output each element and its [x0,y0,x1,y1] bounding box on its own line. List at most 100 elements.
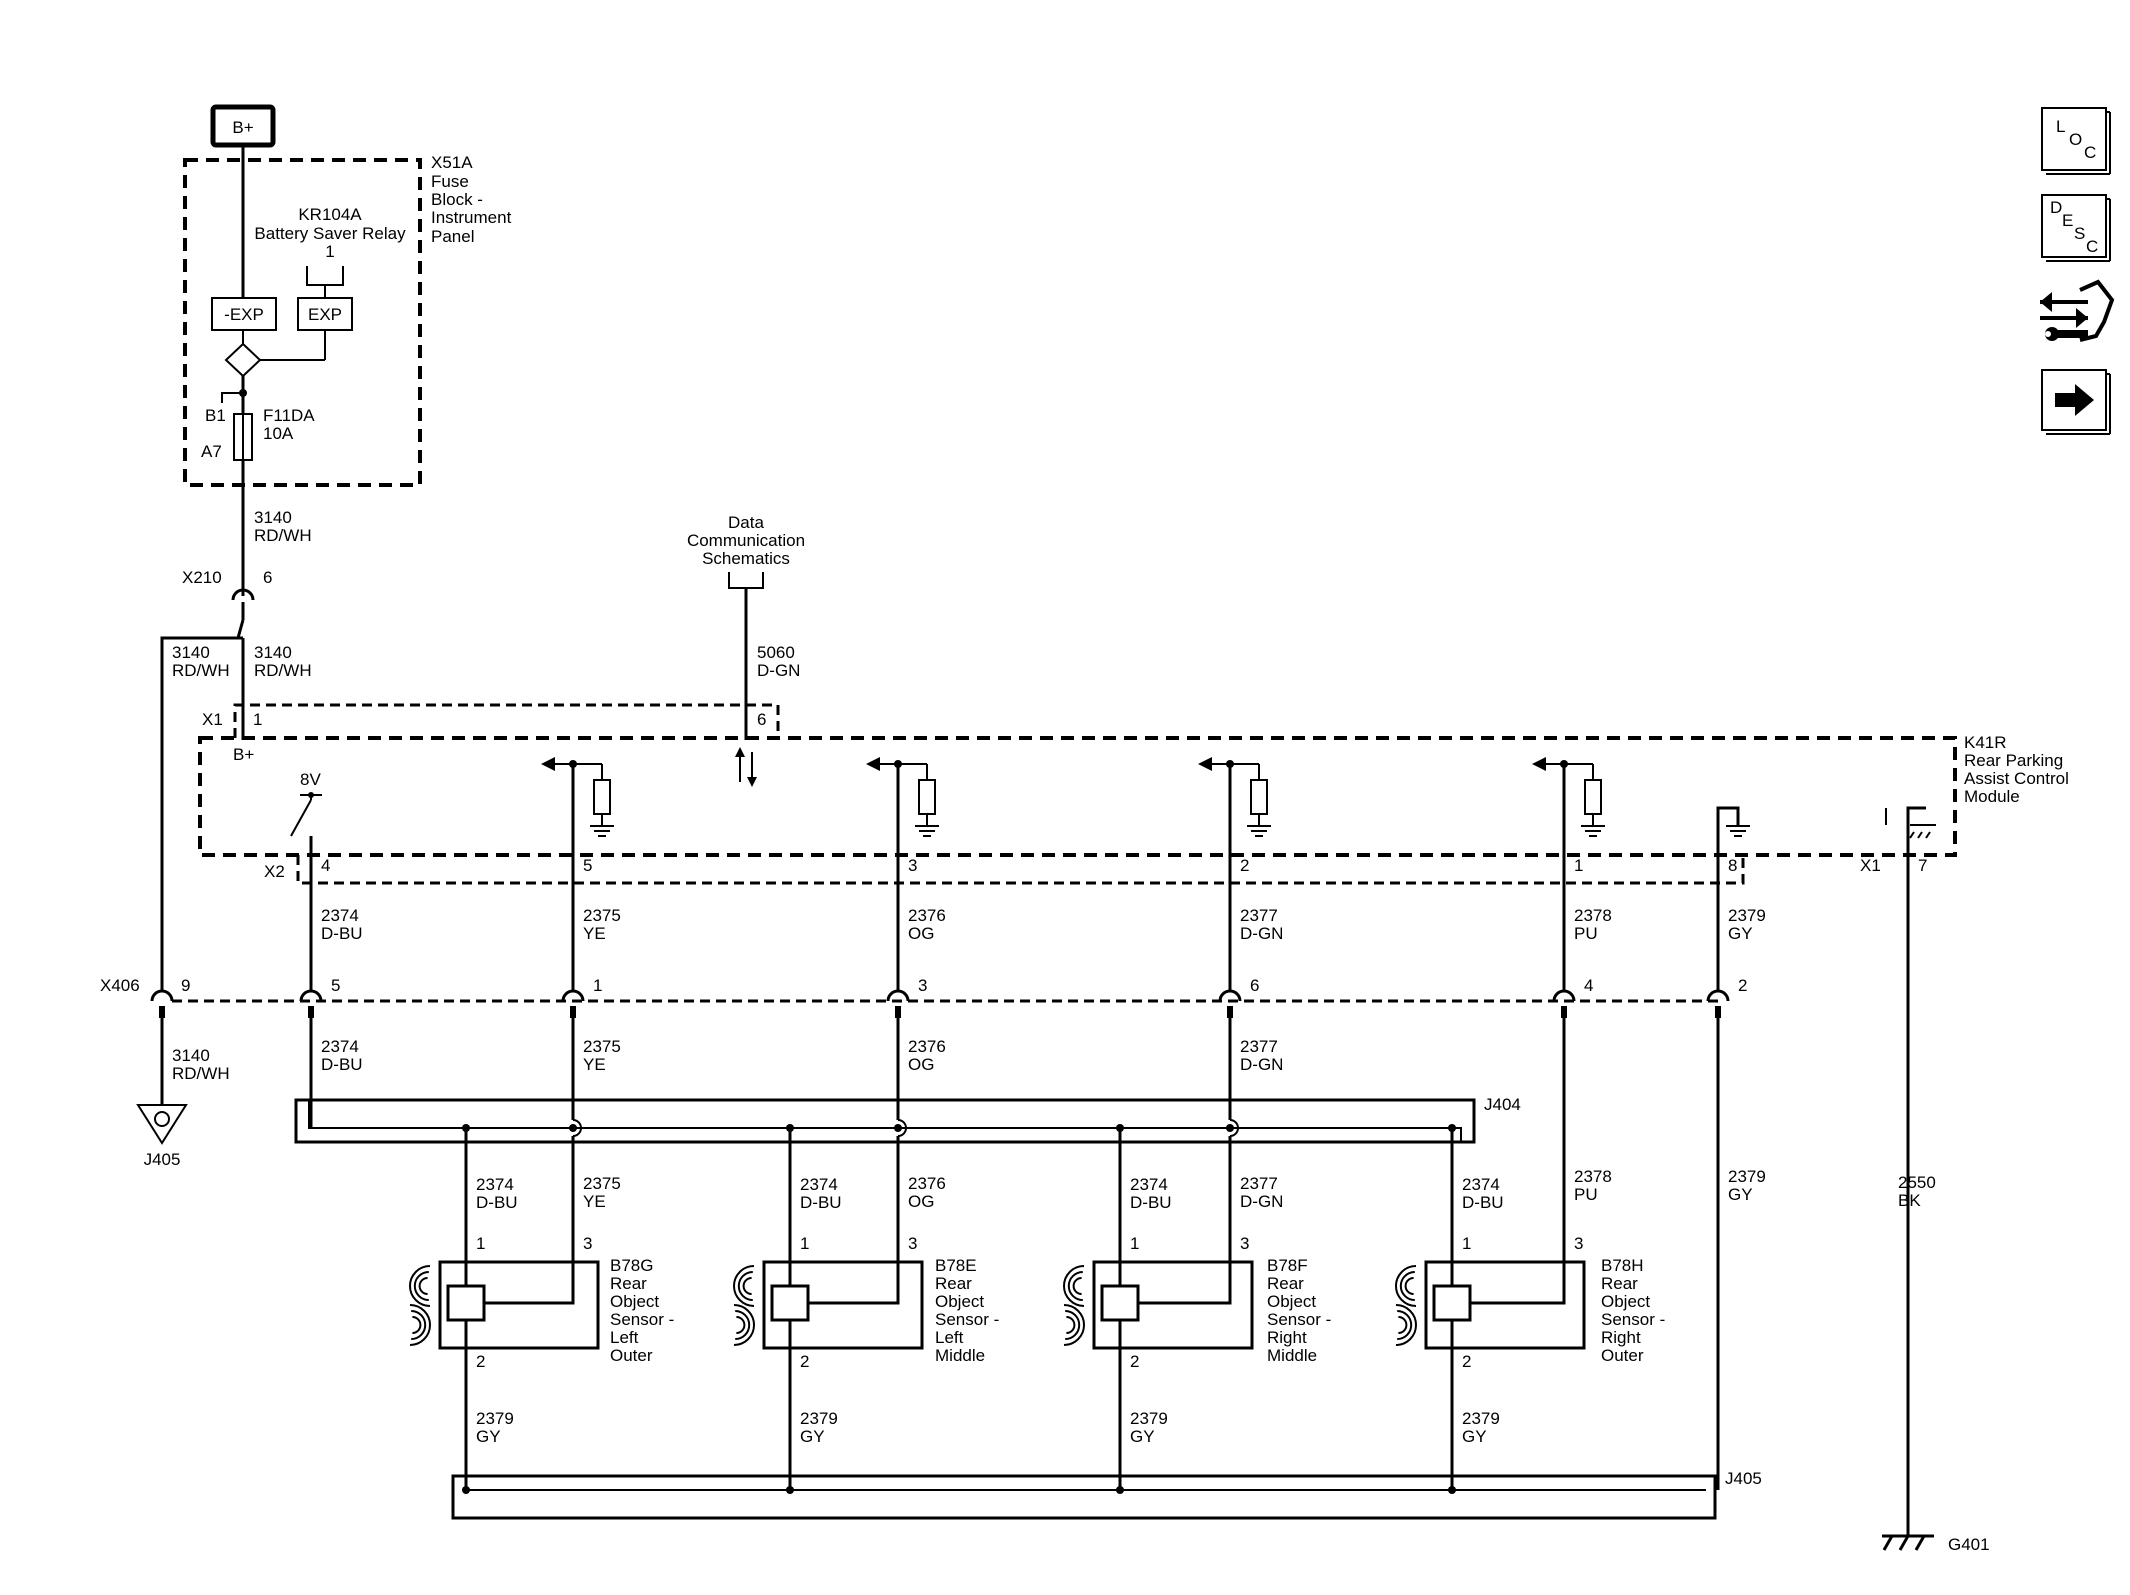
connector-x1 [233,703,780,738]
sensor-B78E-desc-2: Sensor - [935,1310,999,1329]
wire-2375-color-upper: YE [583,924,606,943]
wire-2376-color-upper: OG [908,924,934,943]
fuse-block-name-1: X51A [431,153,473,172]
wire-2378-color-lower: PU [1574,1185,1598,1204]
wire-2376-num-lower: 2376 [908,1037,946,1056]
sensor-B78H-pwr-num: 2374 [1462,1175,1500,1194]
service-info-icon[interactable] [2040,279,2115,342]
wire-2550-num: 2550 [1898,1173,1936,1192]
module-k41r: K41R Rear Parking Assist Control Module … [198,733,2069,857]
desc-letter-e: E [2062,211,2073,230]
wire-2375-num-lower: 2375 [583,1037,621,1056]
sensor-B78F-desc-3: Right [1267,1328,1307,1347]
wire-2375-num-upper: 2375 [583,906,621,925]
wire-2377-color-lower: D-GN [1240,1055,1283,1074]
relay-switch [224,342,262,378]
x1-ground-pin: 7 [1918,856,1927,875]
sensor-B78F-desc-2: Sensor - [1267,1310,1331,1329]
sensor-B78E-gnd-num: 2379 [800,1409,838,1428]
data-comm-line-2: Communication [687,531,805,550]
x210-pin: 6 [263,568,272,587]
x2-label: X2 [264,862,285,881]
x1-label: X1 [202,710,223,729]
wire-5060-color: D-GN [757,661,800,680]
bplus-label: B+ [232,118,253,137]
ground-circuit: X1 7 2550 BK G401 [1860,806,1990,1554]
sensor-B78G-sig-num: 2375 [583,1174,621,1193]
x1-pin1: 1 [253,710,262,729]
g401-label: G401 [1948,1535,1990,1554]
sensor-B78G-desc-4: Outer [610,1346,653,1365]
sensor-B78E-id: B78E [935,1256,977,1275]
pin-a7: A7 [201,442,222,461]
sensor-B78G-pwr-color: D-BU [476,1193,518,1212]
wire-2378-num-upper: 2378 [1574,906,1612,925]
sensor-B78G-id: B78G [610,1256,653,1275]
relay-desc: Battery Saver Relay [254,224,406,243]
splice-j404: J404 [294,1095,1521,1144]
loc-letter-c: C [2084,143,2096,162]
wire-2377-num-upper: 2377 [1240,906,1278,925]
sensor-B78F-sig-num: 2377 [1240,1174,1278,1193]
module-name-1: K41R [1964,733,2007,752]
ultrasonic-wave-icon [1063,1265,1085,1346]
x406-pin-3: 3 [918,976,927,995]
x406-label: X406 [100,976,140,995]
sensor-B78F-pwr-num: 2374 [1130,1175,1168,1194]
sensor-B78H-pin2: 2 [1462,1352,1471,1371]
wire-3140-num-bottom: 3140 [172,1046,210,1065]
x2-pin-4: 4 [321,856,330,875]
sensor-B78F-pin3: 3 [1240,1234,1249,1253]
sensor-B78H-id: B78H [1601,1256,1644,1275]
j405-ground-label: J405 [144,1150,181,1169]
exp-pos-label: EXP [308,305,342,324]
sensor-B78H-desc-1: Object [1601,1292,1650,1311]
wire-3140-num-top: 3140 [254,508,292,527]
sensor-B78G-pin3: 3 [583,1234,592,1253]
next-arrow-icon [2055,384,2094,416]
sensor-B78E-desc-3: Left [935,1328,964,1347]
sensor-B78G-pwr-num: 2374 [476,1175,514,1194]
sensor-B78E-sig-color: OG [908,1192,934,1211]
sensor-B78F-desc-4: Middle [1267,1346,1317,1365]
pin-b1: B1 [205,406,226,425]
j405-label: J405 [1725,1469,1762,1488]
next-arrow-button[interactable] [2041,369,2111,435]
wire-3140-color-left: RD/WH [172,661,230,680]
sensor-B78H-gnd-num: 2379 [1462,1409,1500,1428]
module-channels: 42374D-BU52374D-BU52375YE12375YE32376OG3… [299,757,1766,1490]
data-communication-ref: Data Communication Schematics 5060 D-GN … [687,513,805,787]
sensor-B78H-pin3: 3 [1574,1234,1583,1253]
desc-button[interactable]: D E S C [2041,194,2111,262]
relay-pin: 1 [325,242,334,261]
sensor-B78G-gnd-color: GY [476,1427,501,1446]
sensor-B78F-gnd-num: 2379 [1130,1409,1168,1428]
sensor-B78E-pwr-num: 2374 [800,1175,838,1194]
sensor-B78E-gnd-color: GY [800,1427,825,1446]
sensor-B78G-pin1: 1 [476,1234,485,1253]
data-comm-line-3: Schematics [702,549,790,568]
desc-letter-d: D [2050,198,2062,217]
wire-2374-color-upper: D-BU [321,924,363,943]
x2-pin-3: 3 [908,856,917,875]
module-name-3: Assist Control [1964,769,2069,788]
x210-label: X210 [182,568,222,587]
loc-button[interactable]: L O C [2041,107,2111,175]
wire-2377-num-lower: 2377 [1240,1037,1278,1056]
loc-letter-o: O [2069,130,2082,149]
wire-2374-num-lower: 2374 [321,1037,359,1056]
ultrasonic-wave-icon [733,1265,755,1346]
wire-2550-color: BK [1898,1191,1921,1210]
ultrasonic-wave-icon [409,1265,431,1346]
wire-3140-color-top: RD/WH [254,526,312,545]
x406-pin-1: 1 [593,976,602,995]
loc-letter-l: L [2056,117,2065,136]
module-bplus: B+ [233,745,254,764]
